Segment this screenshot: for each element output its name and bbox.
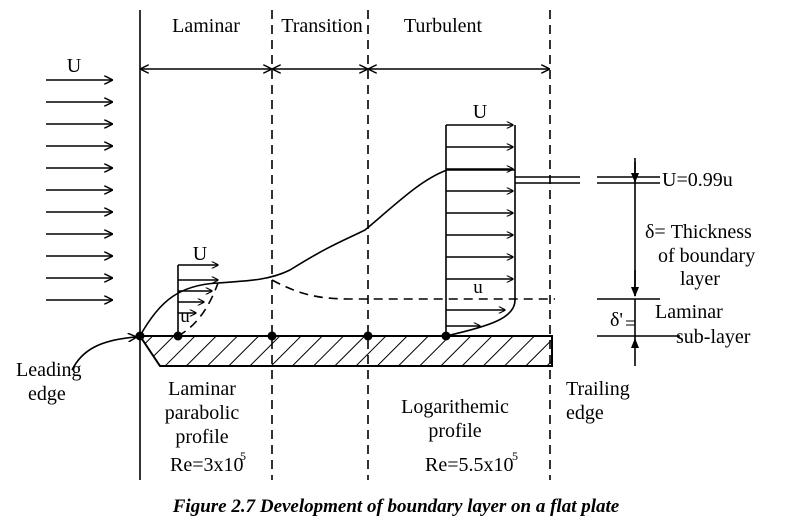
laminar-profile-label-line3: profile [175,426,228,448]
re-turbulent: Re=5.5x10 [425,454,514,476]
laminar-profile-U-label: U [193,243,208,265]
laminar-extension-dashed [271,279,555,300]
boundary-layer-curve [139,169,515,337]
laminar-profile-label-line1: Laminar [168,378,236,400]
sublayer-symbol: δ' [610,309,623,331]
flat-plate [138,335,553,367]
figure-caption: Figure 2.7 Development of boundary layer… [172,496,620,517]
free-stream-arrows [46,80,112,300]
leading-edge-arrow [71,337,136,371]
zone-label-turbulent: Turbulent [404,15,483,37]
leading-edge-line2: edge [28,383,66,405]
laminar-profile-u-label: u [180,306,190,327]
log-profile-label-line1: Logarithemic [401,396,509,418]
thickness-label-line1: δ= Thickness [645,221,752,243]
log-profile-label-line2: profile [428,420,481,442]
turbulent-velocity-profile [445,125,516,337]
sublayer-label-line1: Laminar [655,301,723,323]
turbulent-profile-U-label: U [473,101,488,123]
re-turbulent-exponent: 5 [512,449,518,463]
thickness-dimension [597,158,680,366]
sublayer-label-line2: sub-layer [676,326,751,348]
edge-velocity-label: U=0.99u [662,169,733,191]
trailing-edge-line1: Trailing [566,378,630,400]
free-stream-label: U [67,55,82,77]
station-dots [135,331,451,341]
zone-label-transition: Transition [281,15,363,37]
zone-dividers [139,10,551,480]
laminar-velocity-profile [177,265,219,337]
re-laminar-exponent: 5 [240,449,246,463]
turbulent-profile-u-label: u [473,277,483,298]
laminar-profile-label-line2: parabolic [165,402,240,424]
thickness-label-line2: of boundary [658,245,755,267]
sublayer-eq: = [625,313,636,335]
thickness-label-line3: layer [680,268,720,290]
zone-label-laminar: Laminar [172,15,240,37]
leading-edge-line1: Leading [16,359,82,381]
trailing-edge-line2: edge [566,402,604,424]
re-laminar: Re=3x10 [170,454,244,476]
edge-velocity-leader [515,176,660,184]
